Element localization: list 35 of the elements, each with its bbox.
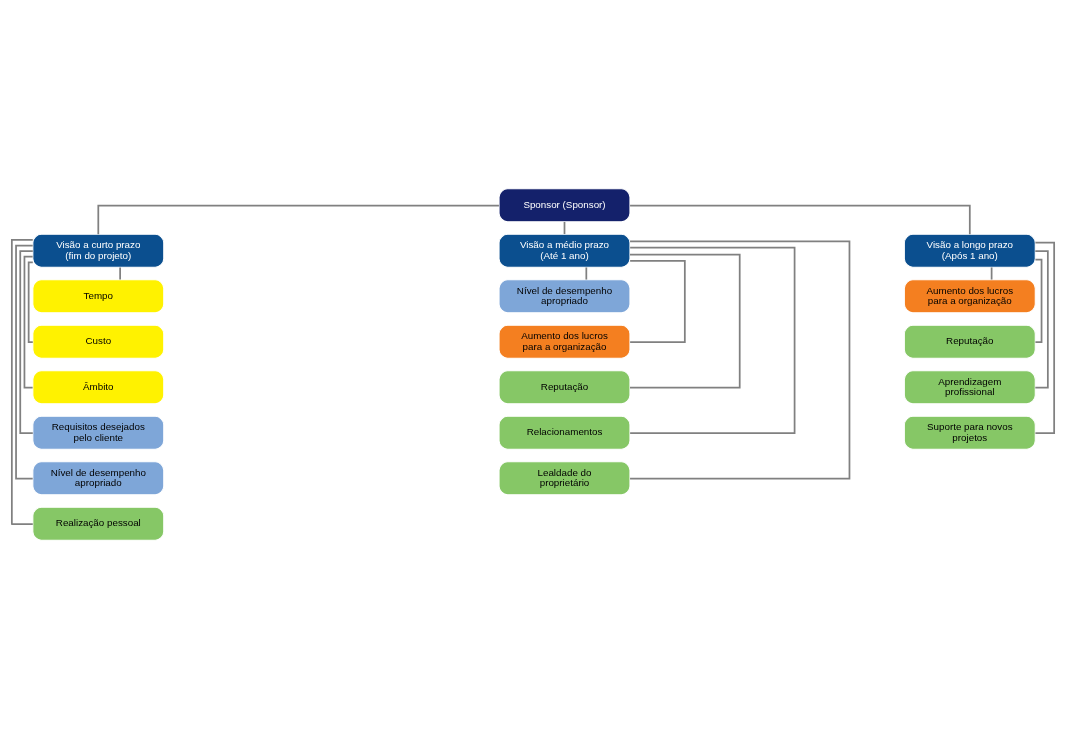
node-box: Âmbito <box>32 370 165 405</box>
node-box: Suporte para novos projetos <box>903 415 1036 450</box>
node-box: Nível de desempenho apropriado <box>32 461 165 496</box>
connector <box>629 253 741 389</box>
connector <box>1034 258 1043 343</box>
node-box: Tempo <box>32 279 165 314</box>
connector <box>15 244 34 480</box>
node-box: Reputação <box>498 370 631 405</box>
connector <box>23 255 34 389</box>
connector <box>629 260 686 343</box>
node-box: Lealdade do proprietário <box>498 461 631 496</box>
node-box: Nível de desempenho apropriado <box>498 279 631 314</box>
node-box: Visão a longo prazo (Após 1 ano) <box>903 233 1036 268</box>
connector <box>10 239 34 525</box>
node-box: Reputação <box>903 324 1036 359</box>
node-box: Aumento dos lucros para a organização <box>903 279 1036 314</box>
node-box: Sponsor (Sponsor) <box>498 188 631 223</box>
connector <box>629 246 796 434</box>
node-box: Custo <box>32 324 165 359</box>
connector <box>27 261 34 343</box>
node-box: Visão a curto prazo (fim do projeto) <box>32 233 165 268</box>
connector <box>119 266 121 281</box>
connector <box>19 250 34 434</box>
node-box: Aprendizagem profissional <box>903 370 1036 405</box>
node-box: Visão a médio prazo (Até 1 ano) <box>498 233 631 268</box>
connector <box>1034 241 1056 434</box>
node-box: Realização pessoal <box>32 506 165 541</box>
connector <box>585 266 588 281</box>
node-box: Relacionamentos <box>498 415 631 450</box>
connector <box>1034 250 1049 389</box>
connector <box>629 240 851 480</box>
node-box: Requisitos desejados pelo cliente <box>32 415 165 450</box>
node-box: Aumento dos lucros para a organização <box>498 324 631 359</box>
connector <box>629 204 971 236</box>
connector <box>97 204 500 236</box>
